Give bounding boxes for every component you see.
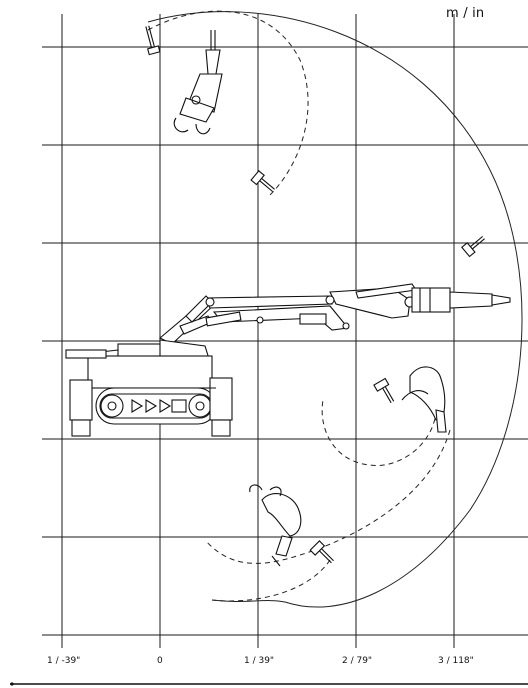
tool-swing-arcs bbox=[147, 10, 451, 602]
base-machine bbox=[65, 339, 233, 437]
unit-label: m / in bbox=[446, 6, 485, 21]
crusher-jaw-bottom bbox=[249, 484, 302, 567]
breaker-top bbox=[173, 30, 223, 135]
x-axis-label: 3 / 118" bbox=[438, 656, 474, 666]
x-axis-label: 1 / 39" bbox=[244, 656, 275, 666]
breaker-horizontal bbox=[411, 287, 511, 313]
arm-linkage bbox=[159, 283, 417, 345]
crusher-jaw-right bbox=[401, 366, 447, 433]
chisel-icon bbox=[145, 25, 485, 564]
x-axis-label: 0 bbox=[157, 656, 163, 666]
x-axis-label: 1 / -39" bbox=[47, 656, 81, 666]
reach-envelope bbox=[147, 11, 523, 608]
x-axis-label: 2 / 79" bbox=[342, 656, 373, 666]
